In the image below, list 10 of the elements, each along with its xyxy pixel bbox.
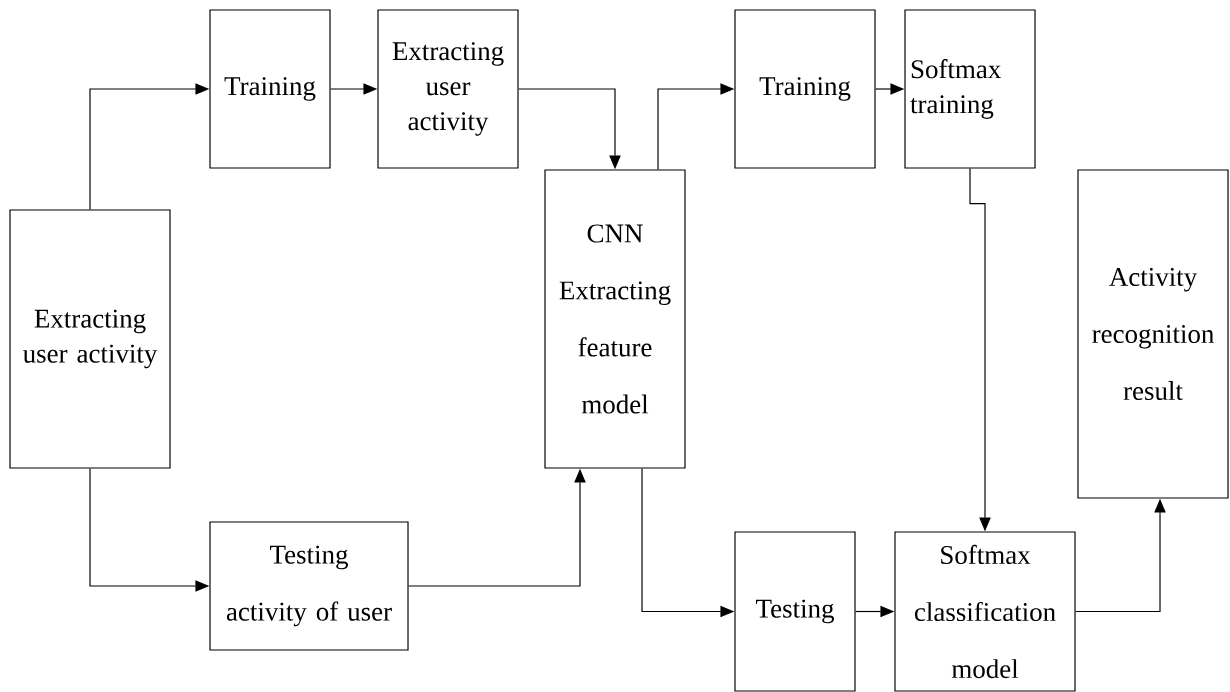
process-box: Testing: [734, 531, 856, 692]
process-box: CNN Extracting feature model: [544, 169, 686, 469]
process-box: Extracting user activity: [9, 209, 171, 469]
process-box: Softmax training: [904, 9, 1036, 169]
process-box: Testing activity of user: [209, 521, 409, 651]
process-box: Activity recognition result: [1077, 169, 1229, 499]
process-box: Training: [734, 9, 876, 169]
process-box: Training: [209, 9, 331, 169]
process-box: Extracting user activity: [377, 9, 519, 169]
process-box: Softmax classification model: [894, 531, 1076, 692]
